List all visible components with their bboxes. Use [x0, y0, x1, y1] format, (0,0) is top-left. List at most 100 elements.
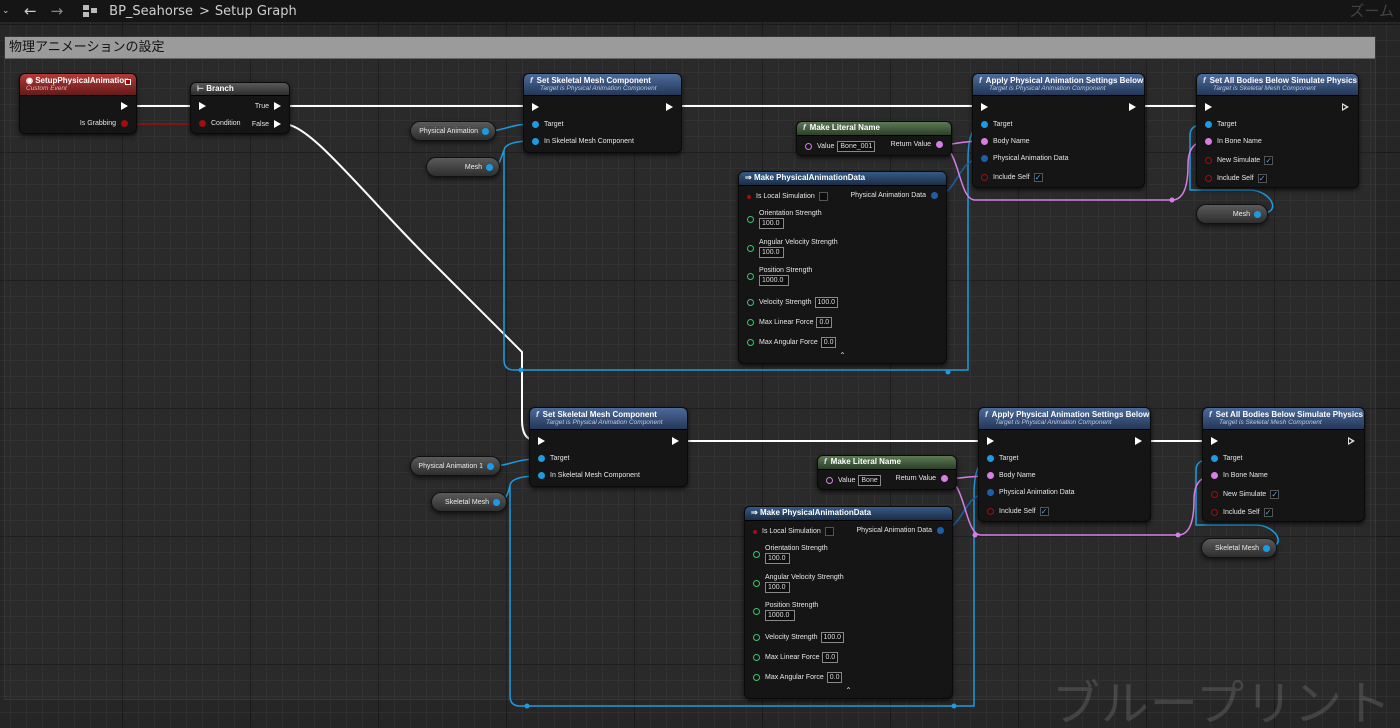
target-pin[interactable] — [1211, 455, 1218, 462]
back-arrow-icon[interactable]: ← — [24, 2, 37, 20]
orientation-strength-field[interactable]: 100.0 — [765, 553, 790, 564]
mesh-getter[interactable]: Mesh — [426, 157, 500, 177]
max-linear-force-field[interactable]: 0.0 — [816, 317, 833, 328]
velocity-strength-field[interactable]: 100.0 — [820, 632, 845, 643]
var-out-pin[interactable] — [482, 127, 489, 135]
in-skeletal-mesh-pin[interactable] — [538, 472, 545, 479]
exec-in-pin[interactable] — [532, 103, 539, 111]
comment-box[interactable]: 物理アニメーションの設定 — [4, 36, 1376, 700]
target-pin[interactable] — [538, 455, 545, 462]
target-pin[interactable] — [532, 121, 539, 128]
exec-out-pin[interactable] — [1135, 437, 1142, 445]
velocity-strength-pin[interactable] — [753, 634, 760, 641]
new-simulate-pin[interactable] — [1205, 157, 1212, 164]
value-pin[interactable] — [826, 477, 833, 484]
max-angular-force-field[interactable]: 0.0 — [826, 672, 843, 683]
is-local-simulation-checkbox[interactable]: ✓ — [818, 192, 828, 201]
exec-out-pin[interactable] — [1342, 103, 1350, 111]
exec-in-pin[interactable] — [199, 102, 206, 110]
exec-out-pin[interactable] — [666, 103, 673, 111]
event-delegate-pin[interactable] — [125, 79, 131, 85]
var-out-pin[interactable] — [486, 163, 493, 171]
is-grabbing-pin[interactable] — [121, 120, 128, 127]
value-field[interactable]: Bone — [858, 475, 881, 486]
max-linear-force-field[interactable]: 0.0 — [822, 652, 839, 663]
include-self-pin[interactable] — [1211, 509, 1218, 516]
exec-in-pin[interactable] — [538, 437, 545, 445]
include-self-pin[interactable] — [1205, 175, 1212, 182]
return-value-pin[interactable] — [936, 141, 943, 148]
orientation-strength-field[interactable]: 100.0 — [759, 218, 784, 229]
body-name-pin[interactable] — [987, 472, 994, 479]
mesh-getter-right[interactable]: Mesh — [1196, 204, 1268, 224]
exec-out-pin[interactable] — [1129, 103, 1136, 111]
collapse-caret-icon[interactable]: ⌃ — [839, 351, 846, 360]
chevron-down-icon[interactable]: ⌄ — [2, 6, 10, 16]
physical-animation-1-getter[interactable]: Physical Animation 1 — [410, 456, 501, 476]
var-out-pin[interactable] — [1254, 210, 1261, 218]
true-exec-pin[interactable] — [274, 102, 281, 110]
body-name-pin[interactable] — [981, 138, 988, 145]
max-angular-force-pin[interactable] — [753, 674, 760, 681]
condition-pin[interactable] — [199, 120, 206, 127]
angular-velocity-strength-field[interactable]: 100.0 — [765, 582, 790, 593]
value-field[interactable]: Bone_001 — [837, 141, 876, 152]
physical-animation-data-pin[interactable] — [987, 489, 994, 496]
max-angular-force-pin[interactable] — [747, 339, 754, 346]
include-self-checkbox[interactable]: ✓ — [1033, 173, 1043, 182]
skeletal-mesh-getter-right[interactable]: Skeletal Mesh — [1201, 538, 1277, 558]
struct-out-pin[interactable] — [931, 192, 938, 199]
include-self-checkbox[interactable]: ✓ — [1257, 174, 1267, 183]
false-exec-pin[interactable] — [274, 120, 281, 128]
target-pin[interactable] — [981, 121, 988, 128]
new-simulate-pin[interactable] — [1211, 491, 1218, 498]
graph-hierarchy-icon[interactable] — [83, 5, 98, 17]
branch-node[interactable]: ⊢ Branch True Condition False — [190, 82, 290, 134]
collapse-caret-icon[interactable]: ⌃ — [845, 686, 852, 695]
include-self-checkbox[interactable]: ✓ — [1039, 507, 1049, 516]
value-pin[interactable] — [805, 143, 812, 150]
breadcrumb-graph[interactable]: Setup Graph — [214, 3, 297, 19]
max-angular-force-field[interactable]: 0.0 — [820, 337, 837, 348]
new-simulate-checkbox[interactable]: ✓ — [1264, 156, 1274, 165]
velocity-strength-field[interactable]: 100.0 — [814, 297, 839, 308]
angular-velocity-strength-pin[interactable] — [753, 580, 760, 587]
include-self-checkbox[interactable]: ✓ — [1263, 508, 1273, 517]
exec-in-pin[interactable] — [987, 437, 994, 445]
max-linear-force-pin[interactable] — [747, 319, 754, 326]
exec-out-pin[interactable] — [672, 437, 679, 445]
exec-out-pin[interactable] — [121, 102, 128, 110]
breadcrumb-blueprint[interactable]: BP_Seahorse — [109, 3, 193, 19]
position-strength-pin[interactable] — [753, 608, 760, 615]
exec-in-pin[interactable] — [981, 103, 988, 111]
include-self-pin[interactable] — [981, 174, 988, 181]
make-physical-animation-data-node-1[interactable]: ⇒ Make PhysicalAnimationData Is Local Si… — [738, 171, 947, 364]
angular-velocity-strength-field[interactable]: 100.0 — [759, 247, 784, 258]
include-self-pin[interactable] — [987, 508, 994, 515]
is-local-simulation-checkbox[interactable]: ✓ — [824, 527, 834, 536]
physical-animation-getter[interactable]: Physical Animation — [410, 121, 496, 141]
struct-out-pin[interactable] — [937, 527, 944, 534]
new-simulate-checkbox[interactable]: ✓ — [1270, 490, 1280, 499]
is-local-simulation-pin[interactable] — [753, 529, 757, 534]
in-bone-name-pin[interactable] — [1205, 138, 1212, 145]
comment-title[interactable]: 物理アニメーションの設定 — [5, 37, 1375, 59]
angular-velocity-strength-pin[interactable] — [747, 245, 754, 252]
var-out-pin[interactable] — [487, 462, 494, 470]
position-strength-pin[interactable] — [747, 273, 754, 280]
in-skeletal-mesh-pin[interactable] — [532, 138, 539, 145]
orientation-strength-pin[interactable] — [753, 551, 760, 558]
is-local-simulation-pin[interactable] — [747, 194, 751, 199]
in-bone-name-pin[interactable] — [1211, 472, 1218, 479]
exec-in-pin[interactable] — [1211, 437, 1218, 445]
return-value-pin[interactable] — [941, 475, 948, 482]
exec-in-pin[interactable] — [1205, 103, 1212, 111]
var-out-pin[interactable] — [1263, 544, 1270, 552]
